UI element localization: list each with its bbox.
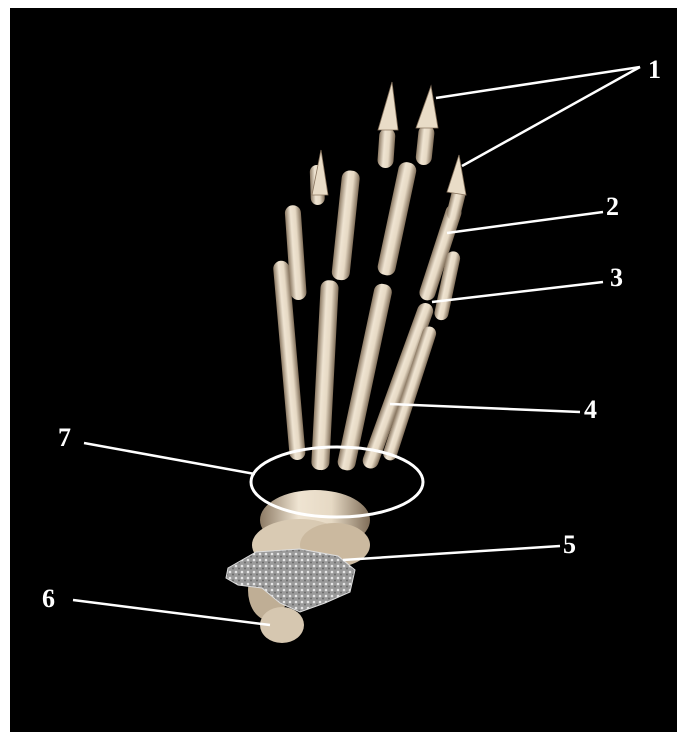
stippled-carpal (226, 549, 355, 612)
label-2: 2 (606, 192, 619, 221)
label-6: 6 (42, 584, 55, 613)
label-4: 4 (584, 395, 597, 424)
label-7: 7 (58, 423, 71, 452)
label-3: 3 (610, 263, 623, 292)
label-1: 1 (648, 55, 661, 84)
label-5: 5 (563, 530, 576, 559)
